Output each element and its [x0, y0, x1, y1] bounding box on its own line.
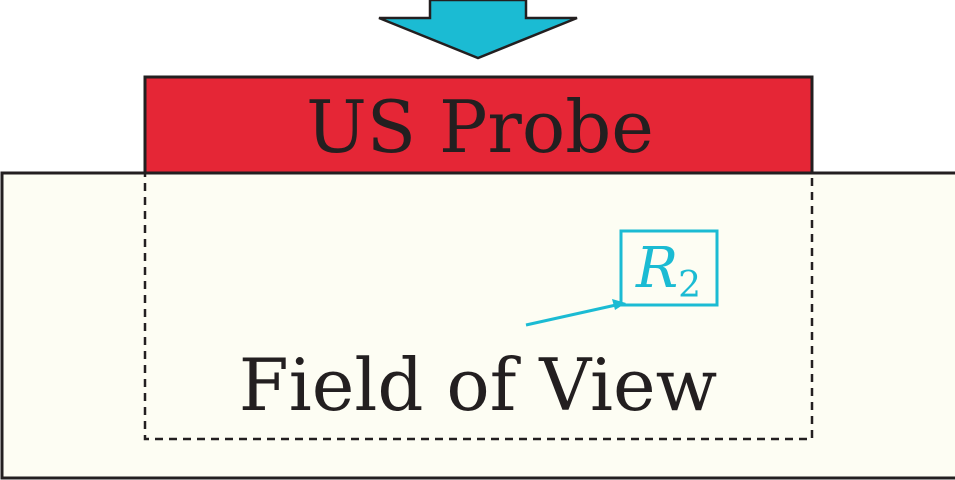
us-probe-label: US Probe: [306, 85, 654, 169]
region-pointer-arrowhead-icon: [612, 299, 626, 310]
region-pointer-line: [525, 303, 617, 327]
tissue-block: [0, 171, 955, 480]
press-down-arrow-icon: [378, 0, 578, 60]
region-label-box: [619, 229, 719, 307]
region-label: R2: [635, 236, 701, 306]
field-of-view-boundary: [143, 171, 814, 441]
us-probe: [143, 75, 814, 175]
region-label-subscript: 2: [678, 265, 701, 306]
region-label-main: R: [635, 236, 678, 301]
field-of-view-label: Field of View: [239, 343, 717, 427]
